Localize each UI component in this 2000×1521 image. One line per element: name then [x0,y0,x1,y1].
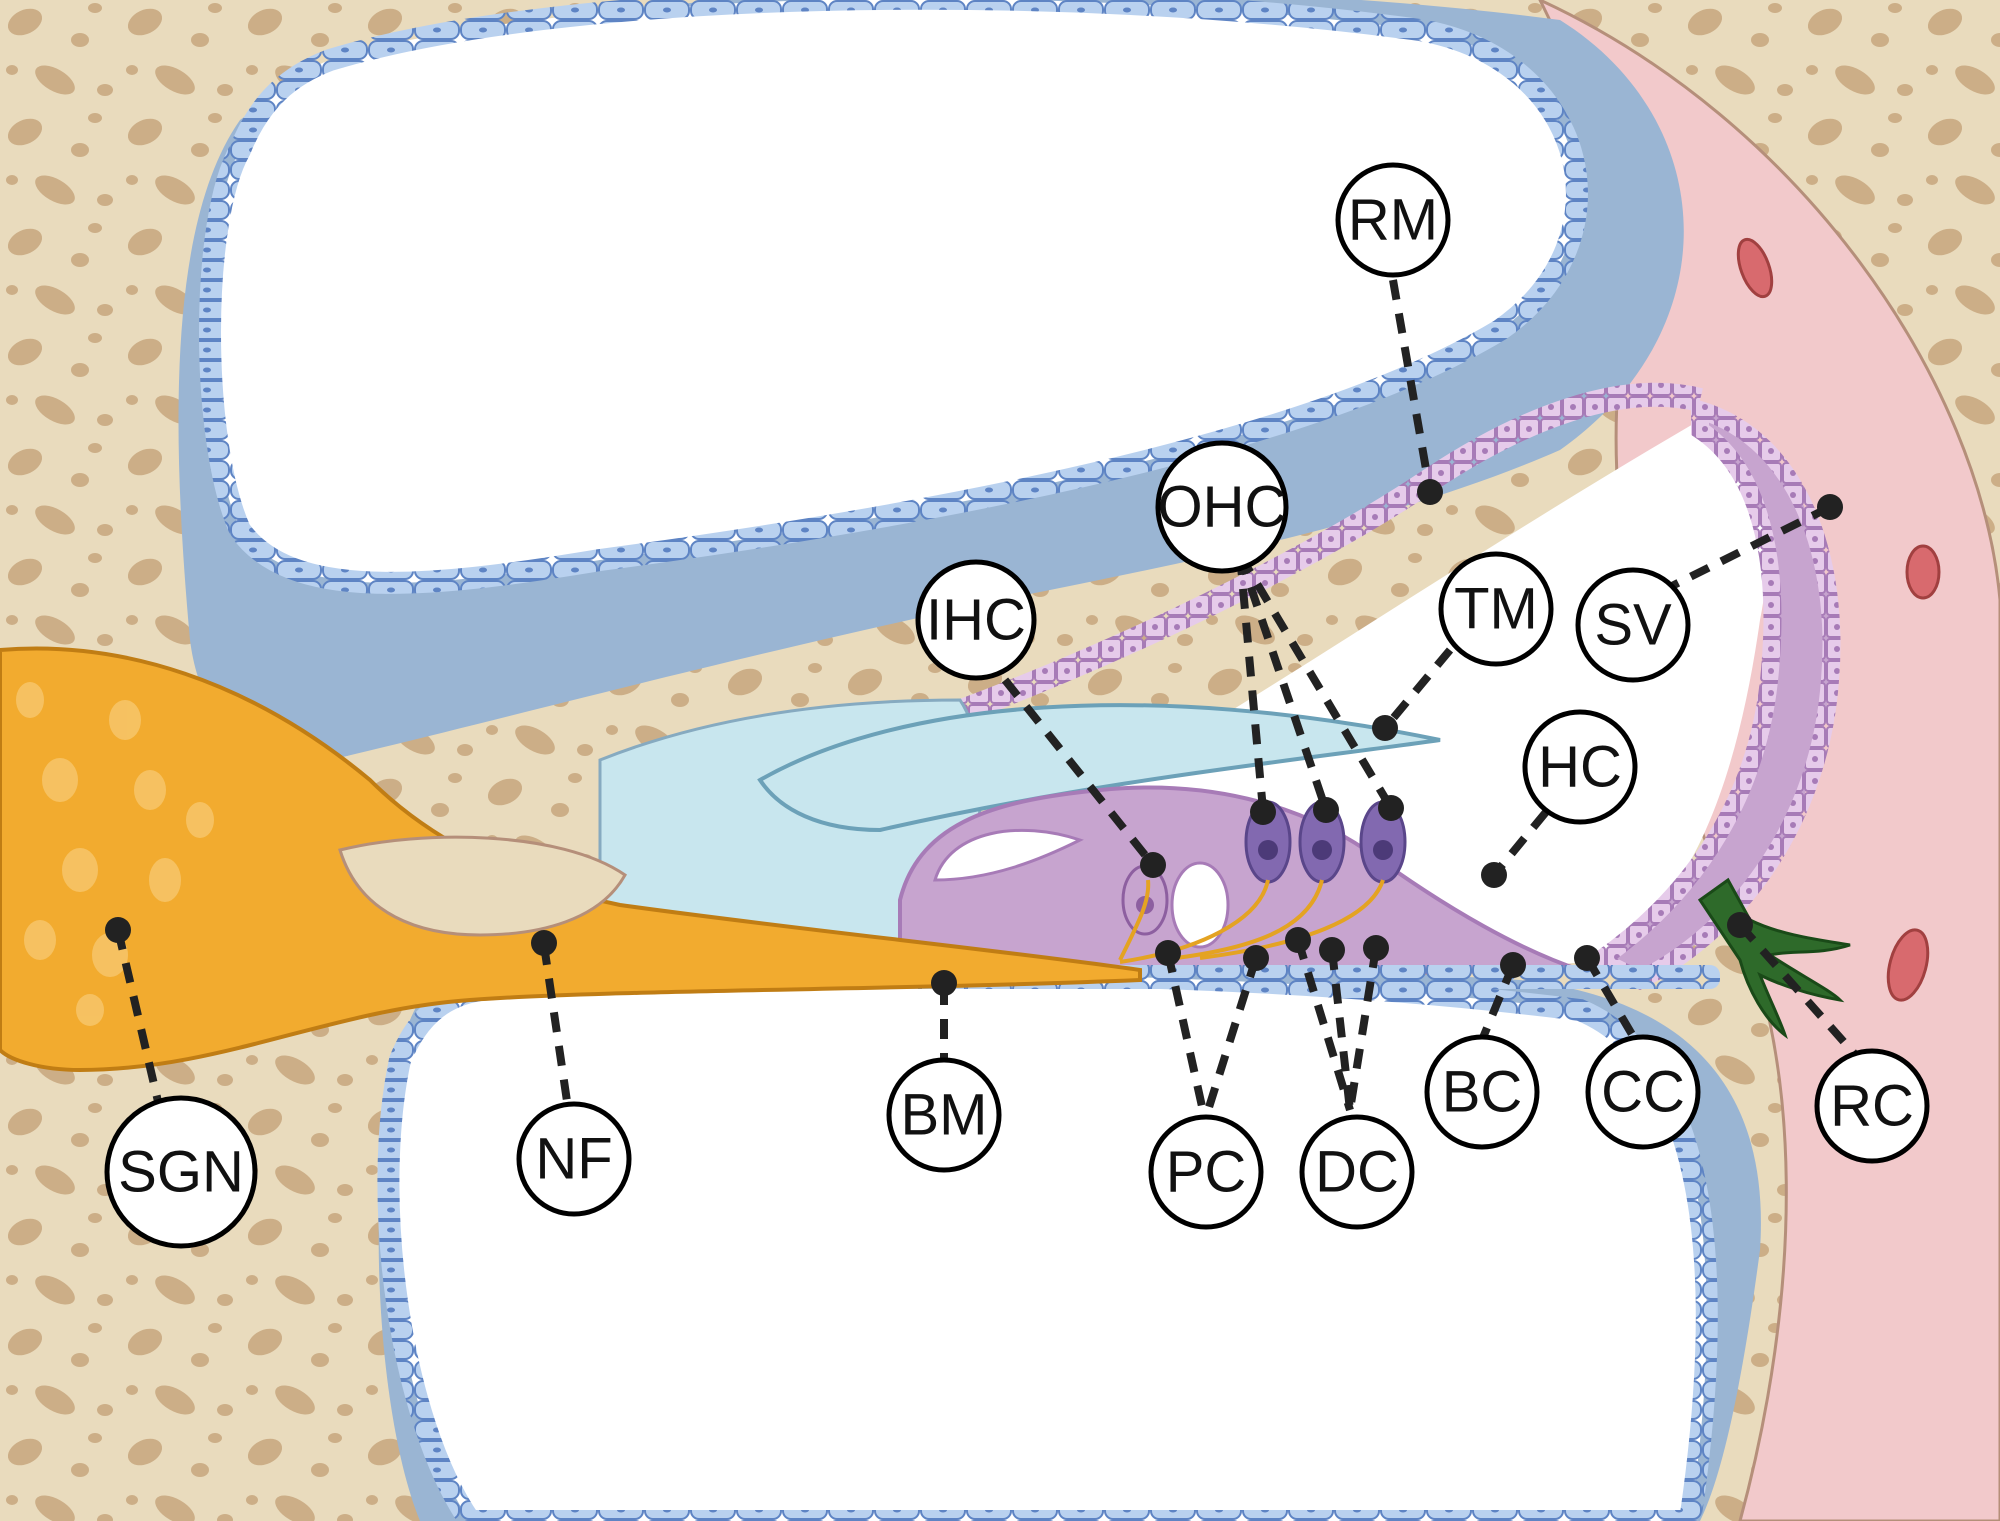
label-cc: CC [1585,1034,1701,1150]
svg-text:IHC: IHC [926,588,1026,653]
scala-vestibuli [199,0,1588,594]
label-bc: BC [1424,1034,1540,1150]
leader-lines [114,279,1863,1122]
tectorial-membrane [757,703,1441,833]
label-sv: SV [1575,567,1691,683]
label-dc: DC [1299,1114,1415,1230]
label-ihc: IHC [915,559,1037,681]
svg-text:CC: CC [1601,1060,1685,1125]
inner-sulcus [932,828,1084,882]
svg-text:PC: PC [1166,1140,1247,1205]
svg-text:SV: SV [1594,593,1672,658]
bony-lip [338,835,627,937]
svg-text:TM: TM [1454,577,1538,642]
tunnel-of-corti [1170,861,1230,949]
svg-text:NF: NF [535,1127,612,1192]
svg-text:OHC: OHC [1158,475,1287,540]
label-sgn: SGN [104,1095,258,1249]
blood-vessels [1736,237,1941,1002]
svg-text:BM: BM [901,1083,988,1148]
svg-text:DC: DC [1315,1140,1399,1205]
svg-text:HC: HC [1538,735,1622,800]
label-bm: BM [886,1057,1002,1173]
label-pc: PC [1148,1114,1264,1230]
svg-text:SGN: SGN [118,1140,244,1205]
label-hc: HC [1522,709,1638,825]
label-nf: NF [516,1101,632,1217]
ganglion-cells [16,682,214,1026]
nerve-fibers [1118,879,1385,964]
spiral-ganglion [0,646,1142,1073]
svg-text:BC: BC [1442,1060,1523,1125]
svg-text:RM: RM [1348,188,1438,253]
label-tm: TM [1438,551,1554,667]
leader-dots [105,479,1843,996]
label-rm: RM [1335,162,1451,278]
label-ohc: OHC [1155,440,1289,574]
label-rc: RC [1814,1048,1930,1164]
svg-text:RC: RC [1830,1074,1914,1139]
